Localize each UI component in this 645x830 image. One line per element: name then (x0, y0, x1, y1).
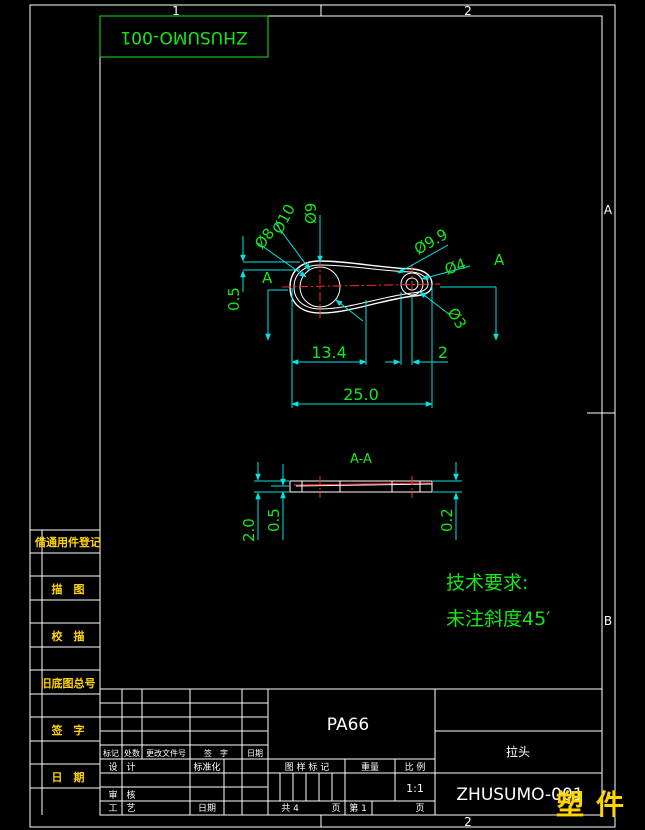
dim-diameter-3: Ø3 (444, 305, 471, 333)
label-process: 工 艺 (108, 803, 135, 814)
sheets-total: 共 4 (281, 803, 299, 814)
technical-requirements: 技术要求: 未注斜度45′ (446, 572, 551, 630)
dim-diameter-4: Ø4 (442, 255, 468, 279)
left-strip: 借通用件登记 描 图 校 描 旧底图总号 签 字 日 期 (30, 529, 101, 815)
section-title: A-A (350, 452, 372, 467)
dim-thickness-0-2: 0.2 (438, 508, 456, 532)
strip-date: 日 期 (52, 770, 85, 784)
strip-tracing-check: 校 描 (52, 629, 85, 643)
label-designer: 设 计 (108, 761, 135, 773)
label-drawing-stage: 图 样 标 记 (285, 761, 330, 773)
material: PA66 (327, 715, 369, 735)
zone-row-b: B (604, 614, 612, 628)
top-view-dimensions: Ø8 Ø10 Ø9 Ø9.9 Ø4 Ø3 0.5 A A 13.4 2 (225, 201, 505, 408)
label-review: 审 核 (108, 789, 135, 801)
drawing-number-mirrored: ZHUSUMO-001 (120, 27, 247, 47)
strip-signature: 签 字 (51, 723, 85, 737)
top-view (281, 258, 441, 318)
label-weight: 重量 (361, 761, 379, 773)
sheet-number: 第 1 (349, 802, 367, 814)
dim-thickness-2-0: 2.0 (240, 518, 258, 542)
section-mark-left: A (262, 269, 273, 287)
label-scale: 比 例 (405, 761, 426, 773)
section-mark-right: A (494, 251, 505, 269)
label-standardization: 标准化 (193, 761, 220, 773)
mirrored-number-box: ZHUSUMO-001 (99, 15, 269, 58)
zone-col-1: 1 (172, 4, 180, 18)
drawing-number: ZHUSUMO-001 (456, 785, 583, 805)
strip-tracing: 描 图 (52, 582, 85, 596)
title-block: 标记 处数 更改文件号 签 字 日期 设 计 标准化 审 核 工 艺 日期 PA… (100, 688, 602, 815)
header-signature: 签 字 (204, 748, 228, 758)
label-date: 日期 (198, 803, 216, 814)
strip-borrowed-parts: 借通用件登记 (34, 535, 101, 549)
header-date: 日期 (247, 749, 263, 758)
dim-diameter-9: Ø9 (302, 203, 320, 224)
zone-col-2-bottom: 2 (464, 815, 472, 829)
dim-length-13-4: 13.4 (311, 343, 347, 362)
strip-old-drawing-number: 旧底图总号 (41, 676, 96, 690)
dim-length-25: 25.0 (343, 385, 379, 404)
sheet-word: 页 (415, 803, 424, 814)
section-view: A-A 2.0 0.5 0.2 (240, 452, 462, 542)
dim-thickness-0-5: 0.5 (265, 508, 283, 532)
zone-labels: 1 2 2 A B (172, 4, 613, 829)
zone-col-2: 2 (464, 4, 472, 18)
part-name: 拉头 (506, 744, 530, 759)
scale-value: 1:1 (406, 782, 424, 795)
dim-height-0-5: 0.5 (225, 287, 243, 311)
sheet-border (29, 4, 616, 828)
dim-width-2: 2 (438, 343, 448, 362)
watermark: 塑件 (556, 788, 636, 821)
dim-diameter-9-9: Ø9.9 (411, 225, 451, 258)
zone-row-a: A (604, 203, 613, 217)
header-mark: 标记 (103, 748, 119, 758)
tech-req-heading: 技术要求: (446, 572, 528, 594)
tech-req-note: 未注斜度45′ (446, 608, 551, 630)
header-change-doc: 更改文件号 (146, 748, 186, 758)
dim-diameter-10: Ø10 (269, 201, 299, 237)
sheets-word: 页 (331, 803, 340, 814)
header-count: 处数 (124, 748, 140, 758)
